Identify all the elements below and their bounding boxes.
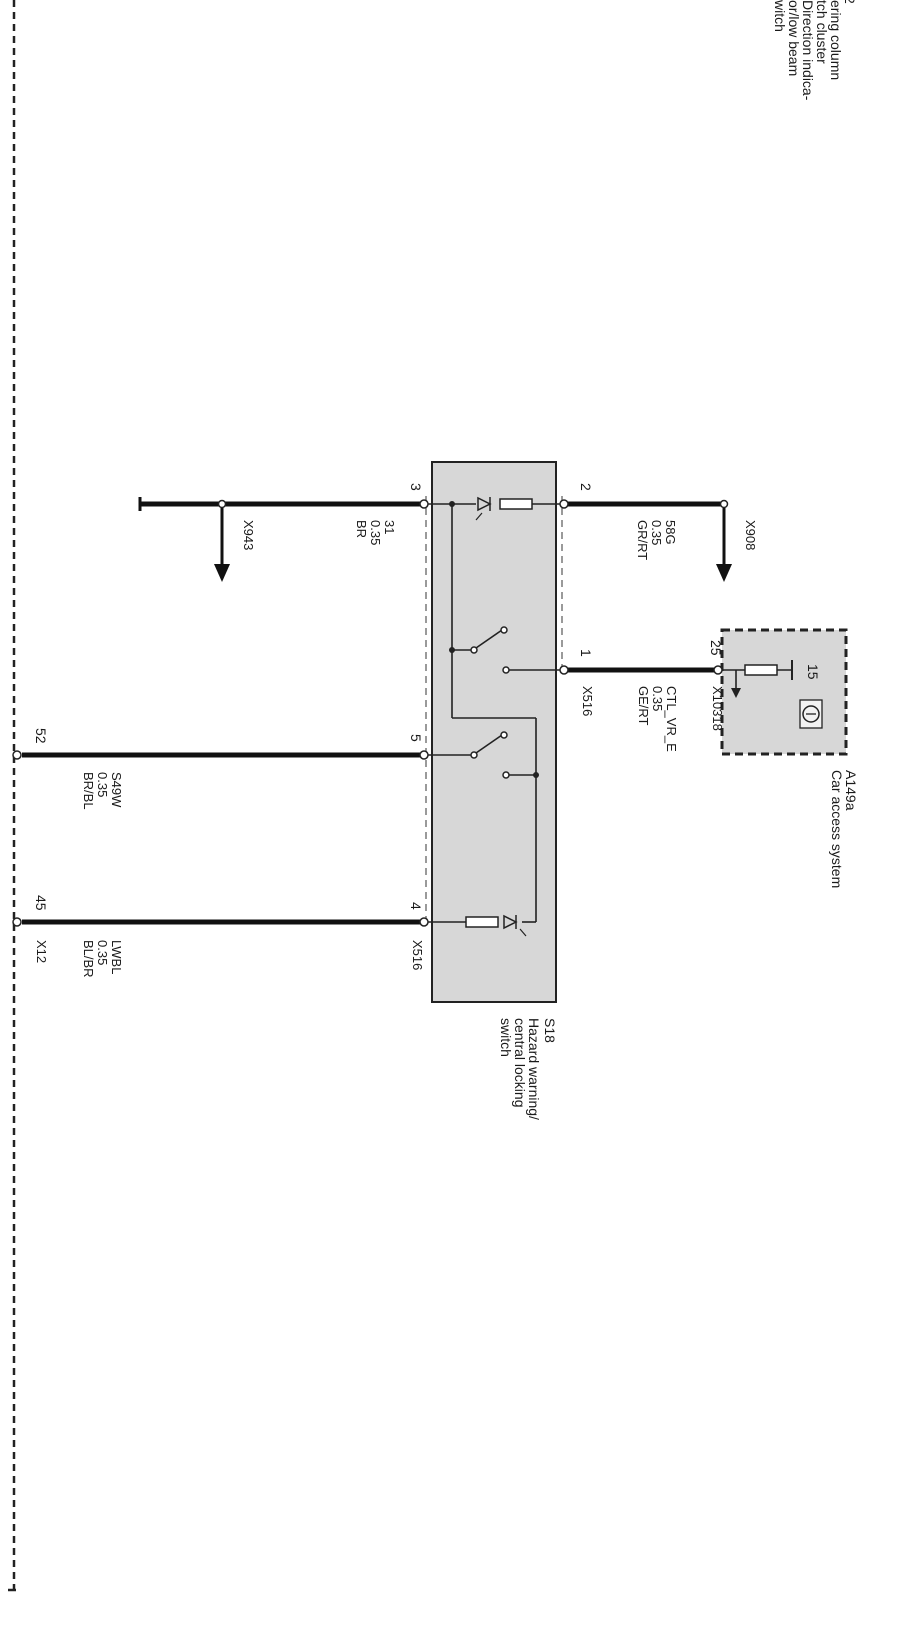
wire-31-size: 0.35 xyxy=(368,520,383,545)
pin-2-label: 2 xyxy=(578,483,594,491)
steering-cluster-line-6: witch xyxy=(772,0,788,32)
s18-id: S18 xyxy=(542,1018,558,1043)
pin-52-label: 52 xyxy=(33,728,49,744)
pin-4-label: 4 xyxy=(408,902,424,910)
x12-label: X12 xyxy=(34,940,49,963)
pin-1-label: 1 xyxy=(578,649,594,657)
pin-4-marker xyxy=(419,917,429,927)
switch2-contact-open xyxy=(500,731,508,739)
pin-5-marker xyxy=(419,750,429,760)
wire-58g-signal: 58G xyxy=(663,520,678,545)
pin-5-label: 5 xyxy=(408,734,424,742)
wire-s49w-signal: S49W xyxy=(109,772,124,808)
s18-bottom-led-ray xyxy=(519,928,527,937)
a149a-branch-arrow xyxy=(731,688,741,698)
s18-desc-2: central locking xyxy=(512,1018,528,1108)
x516-bottom-label: X516 xyxy=(410,940,425,970)
pin-52-marker xyxy=(12,750,22,760)
pin-25-marker xyxy=(713,665,723,675)
pin-45-marker xyxy=(12,917,22,927)
wire-ctl-signal: CTL_VR_E xyxy=(664,686,679,752)
pin-3-marker xyxy=(419,499,429,509)
s18-top-led-ray xyxy=(475,512,483,521)
s18-bottom-led xyxy=(503,914,518,930)
wire-58g-size: 0.35 xyxy=(649,520,664,545)
x943-arrow-head xyxy=(214,564,230,582)
switch2-lever xyxy=(475,734,503,754)
pin-1-marker xyxy=(559,665,569,675)
switch1-contact-open xyxy=(500,626,508,634)
wire-ctl-color: GE/RT xyxy=(636,686,651,726)
wire-s49w-size: 0.35 xyxy=(95,772,110,797)
steering-cluster-line-2: ering column xyxy=(828,0,844,80)
switch1-contact xyxy=(502,666,510,674)
steering-cluster-line-4: Direction indica- xyxy=(800,0,816,101)
pin-45-label: 45 xyxy=(33,895,49,911)
s18-top-led xyxy=(477,496,492,512)
steering-cluster-line-5: or/low beam xyxy=(786,0,802,76)
a149a-id: A149a xyxy=(843,770,859,811)
a149a-resistor xyxy=(744,664,778,676)
x10318-label: X10318 xyxy=(710,686,725,731)
s18-node-switch1 xyxy=(449,647,455,653)
wire-lwbl-signal: LWBL xyxy=(109,940,124,974)
x943-label: X943 xyxy=(241,520,256,550)
s18-top-resistor xyxy=(499,498,533,510)
s18-desc-1: Hazard warning/ xyxy=(526,1018,542,1120)
wire-58g-color: GR/RT xyxy=(635,520,650,560)
a149a-desc: Car access system xyxy=(829,770,845,888)
wire-31-signal: 31 xyxy=(382,520,397,534)
pin-3-label: 3 xyxy=(408,483,424,491)
x908-label: X908 xyxy=(743,520,758,550)
x943-junction xyxy=(217,499,227,509)
switch2-contact xyxy=(502,771,510,779)
a149a-module-icon xyxy=(802,705,820,723)
s18-bottom-resistor xyxy=(465,916,499,928)
wire-lwbl-color: BL/BR xyxy=(81,940,96,978)
x908-junction xyxy=(719,499,729,509)
a149a-box xyxy=(720,628,848,756)
s18-node-top xyxy=(449,501,455,507)
s18-node-right xyxy=(533,772,539,778)
s18-desc-3: switch xyxy=(498,1018,514,1057)
wire-lwbl-size: 0.35 xyxy=(95,940,110,965)
wire-ctl-size: 0.35 xyxy=(650,686,665,711)
wire-s49w-color: BR/BL xyxy=(81,772,96,810)
switch2-pivot xyxy=(470,751,478,759)
switch1-pivot xyxy=(470,646,478,654)
x516-top-label: X516 xyxy=(580,686,595,716)
terminal-15-label: 15 xyxy=(805,664,821,680)
pin-2-marker xyxy=(559,499,569,509)
x908-arrow-head xyxy=(716,564,732,582)
pin-25-label: 25 xyxy=(708,640,724,656)
steering-cluster-line-1: 2 xyxy=(842,0,858,4)
switch1-lever xyxy=(475,629,503,649)
steering-cluster-line-3: tch cluster xyxy=(814,0,830,64)
wire-31-color: BR xyxy=(354,520,369,538)
